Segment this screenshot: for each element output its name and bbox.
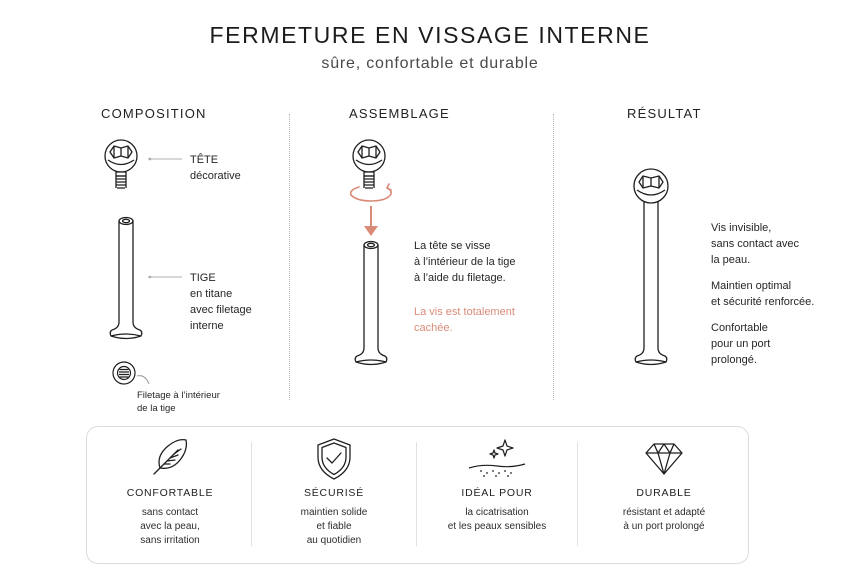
feature-desc-line: maintien solide bbox=[300, 507, 368, 518]
result-point: Maintien optimal et sécurité renforcée. bbox=[711, 278, 814, 310]
features-card bbox=[86, 426, 749, 564]
feature-title: SÉCURISÉ bbox=[303, 487, 365, 499]
feature-desc-line: à un port prolongé bbox=[623, 521, 705, 532]
column-divider bbox=[289, 114, 290, 400]
stem-label-line: interne bbox=[190, 320, 224, 332]
stem-label: TIGE en titane avec filetage interne bbox=[190, 270, 252, 334]
feature-secure: SÉCURISÉ maintien solide et fiable au qu… bbox=[252, 428, 416, 558]
feature-divider bbox=[577, 442, 578, 546]
feature-desc-line: résistant et adapté bbox=[622, 507, 706, 518]
result-point: Confortable pour un port prolongé. bbox=[711, 320, 770, 368]
internal-thread-detail-icon bbox=[112, 361, 150, 385]
result-point: Vis invisible, sans contact avec la peau… bbox=[711, 220, 799, 268]
assembly-text-line: La tête se visse bbox=[414, 240, 491, 252]
down-arrow-icon bbox=[364, 206, 378, 236]
assembly-heading: ASSEMBLAGE bbox=[349, 106, 450, 121]
feature-desc-line: et fiable bbox=[316, 521, 352, 532]
feature-desc-line: au quotidien bbox=[306, 535, 362, 546]
result-line: et sécurité renforcée. bbox=[711, 296, 815, 308]
feature-desc-line: sans contact bbox=[141, 507, 199, 518]
assembled-piercing-illustration bbox=[633, 168, 669, 366]
assembly-accent-text: La vis est totalement cachée. bbox=[414, 304, 515, 336]
column-divider bbox=[553, 114, 554, 400]
head-label-title: TÊTE bbox=[190, 154, 219, 166]
feature-desc: sans contact avec la peau, sans irritati… bbox=[88, 506, 252, 548]
head-label: TÊTE décorative bbox=[190, 152, 241, 184]
result-line: prolongé. bbox=[711, 354, 757, 366]
diamond-icon bbox=[645, 443, 683, 475]
composition-heading: COMPOSITION bbox=[101, 106, 207, 121]
sparkle-skin-icon bbox=[468, 439, 526, 477]
assembly-text-line: à l’intérieur de la tige bbox=[414, 256, 516, 268]
feature-desc-line: sans irritation bbox=[140, 535, 200, 546]
connector-line bbox=[148, 275, 182, 279]
stem-label-line: avec filetage bbox=[190, 304, 252, 316]
feature-desc: la cicatrisation et les peaux sensibles bbox=[415, 506, 579, 534]
result-line: sans contact avec bbox=[711, 238, 800, 250]
thread-label: Filetage à l’intérieur de la tige bbox=[137, 389, 220, 415]
result-line: Confortable bbox=[711, 322, 768, 334]
titanium-stem-illustration bbox=[109, 216, 143, 340]
assembly-head-illustration bbox=[352, 139, 386, 189]
feature-comfortable: CONFORTABLE sans contact avec la peau, s… bbox=[88, 428, 252, 558]
result-heading: RÉSULTAT bbox=[627, 106, 702, 121]
assembly-text: La tête se visse à l’intérieur de la tig… bbox=[414, 238, 516, 286]
assembly-accent-line: cachée. bbox=[414, 322, 453, 334]
feature-divider bbox=[416, 442, 417, 546]
feather-icon bbox=[153, 438, 188, 475]
decorative-head-illustration bbox=[104, 139, 138, 189]
connector-line bbox=[148, 157, 182, 161]
feature-title: DURABLE bbox=[636, 487, 692, 499]
feature-desc-line: la cicatrisation bbox=[465, 507, 529, 518]
feature-divider bbox=[251, 442, 252, 546]
result-line: la peau. bbox=[711, 254, 751, 266]
feature-durable: DURABLE résistant et adapté à un port pr… bbox=[582, 428, 746, 558]
feature-title: IDÉAL POUR bbox=[461, 487, 533, 499]
feature-title: CONFORTABLE bbox=[126, 487, 214, 499]
feature-desc-line: et les peaux sensibles bbox=[447, 521, 547, 532]
assembly-text-line: à l’aide du filetage. bbox=[414, 272, 506, 284]
feature-desc: maintien solide et fiable au quotidien bbox=[252, 506, 416, 548]
feature-desc: résistant et adapté à un port prolongé bbox=[582, 506, 746, 534]
stem-label-title: TIGE bbox=[190, 272, 216, 284]
rotation-arrow-icon bbox=[349, 183, 392, 202]
result-line: Maintien optimal bbox=[711, 280, 792, 292]
thread-label-line: Filetage à l’intérieur bbox=[137, 390, 220, 401]
head-label-sub: décorative bbox=[190, 170, 241, 182]
feature-desc-line: avec la peau, bbox=[140, 521, 200, 532]
feature-ideal: IDÉAL POUR la cicatrisation et les peaux… bbox=[415, 428, 579, 558]
page-title: FERMETURE EN VISSAGE INTERNE bbox=[209, 22, 651, 48]
assembly-accent-line: La vis est totalement bbox=[414, 306, 515, 318]
shield-check-icon bbox=[317, 438, 351, 480]
page-subtitle: sûre, confortable et durable bbox=[321, 55, 539, 72]
stem-label-line: en titane bbox=[190, 288, 233, 300]
result-line: Vis invisible, bbox=[711, 222, 772, 234]
result-line: pour un port bbox=[711, 338, 771, 350]
thread-label-line: de la tige bbox=[137, 403, 176, 414]
assembly-stem-illustration bbox=[354, 240, 388, 366]
